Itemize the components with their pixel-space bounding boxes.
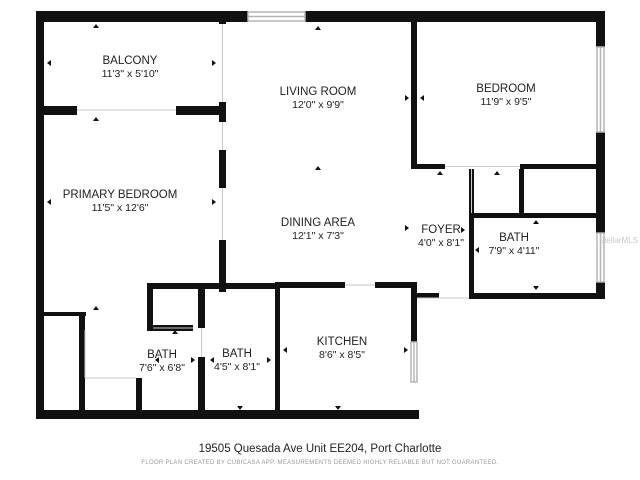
windows [247,11,605,383]
plan-address: 19505 Quesada Ave Unit EE204, Port Charl… [198,443,442,455]
wall-kitchen-right [411,282,417,342]
wall-bedroom-bottom [411,164,445,169]
wall-divider-vertical-2 [219,102,226,122]
wall-kitchen-left [275,283,280,414]
wall-balcony-left [36,106,77,115]
wall-right-mid [596,132,605,233]
wall-closet-mid [519,169,524,216]
room-name-bath-right: BATH [499,232,529,244]
measurement-ticks [47,24,539,410]
room-labels: BALCONY 11'3" x 5'10" LIVING ROOM 12'0" … [63,55,540,374]
room-dims-living-room: 12'0" x 9'9" [292,99,344,111]
room-dims-bath-right: 7'9" x 4'11" [489,245,540,257]
wall-kitchen-top [275,282,345,288]
room-name-kitchen: KITCHEN [317,336,367,348]
wall-bath-top [469,213,605,218]
wall-right-lower [596,282,605,299]
watermark: StellarMLS [598,236,638,245]
room-dims-bath-middle: 4'5" x 8'1" [214,361,260,373]
wall-closet-left-top [44,312,86,316]
room-dims-kitchen: 8'6" x 8'5" [319,349,365,361]
room-name-foyer: FOYER [421,224,461,236]
room-name-living-room: LIVING ROOM [280,86,357,98]
room-name-bath-primary: BATH [147,349,177,361]
floor-plan: BALCONY 11'3" x 5'10" LIVING ROOM 12'0" … [36,11,605,419]
wall-kitchen-top-2 [375,282,417,288]
room-name-bedroom: BEDROOM [476,83,535,95]
wall-top-left [36,11,248,22]
wall-right-upper [596,11,605,47]
openings [77,24,520,379]
wall-bedroom-left [411,11,417,169]
wall-bath-left [147,283,153,331]
room-dims-balcony: 11'3" x 5'10" [102,68,159,80]
wall-bath-mid-lower [198,357,205,414]
room-name-balcony: BALCONY [103,55,158,67]
wall-bedroom-bottom-2 [520,164,605,169]
wall-bath-mid [198,283,205,328]
wall-balcony-right [176,106,226,115]
room-name-dining-area: DINING AREA [281,217,355,229]
wall-divider-vertical-4 [219,240,226,292]
wall-bath-row-top [147,283,275,289]
room-dims-bedroom: 11'9" x 9'5" [481,96,532,108]
room-dims-bath-primary: 7'6" x 6'8" [139,362,185,374]
room-dims-primary-bedroom: 11'5" x 12'6" [92,202,149,214]
wall-bath-primary-right [136,378,142,414]
wall-bottom [36,410,419,419]
wall-top-mid [305,11,605,22]
wall-divider-vertical-3 [219,150,226,188]
plan-disclaimer: FLOOR PLAN CREATED BY CUBICASA APP. MEAS… [141,460,499,466]
room-dims-foyer: 4'0" x 8'1" [418,237,464,249]
room-name-bath-middle: BATH [222,348,252,360]
wall-closet-left-vert [79,312,85,414]
walls [36,11,605,419]
wall-bottom-right [469,293,605,299]
room-name-primary-bedroom: PRIMARY BEDROOM [63,189,178,201]
wall-closet-left [469,169,474,299]
wall-divider-vertical [219,11,226,24]
room-dims-dining-area: 12'1" x 7'3" [292,230,344,242]
wall-left [36,11,44,419]
wall-foyer-bottom [411,293,439,298]
